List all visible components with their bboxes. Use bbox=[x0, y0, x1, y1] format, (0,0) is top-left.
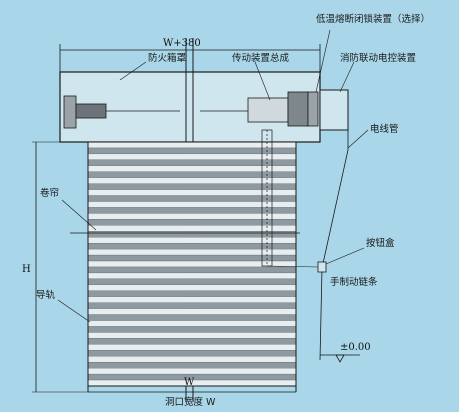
height-label: H bbox=[22, 264, 31, 275]
curtain-slat bbox=[87, 332, 297, 339]
curtain-slat bbox=[87, 201, 297, 208]
curtain-slat bbox=[87, 147, 297, 155]
curtain-slat bbox=[87, 290, 297, 297]
leader-curtain bbox=[61, 199, 97, 231]
label-guide-rail: 导轨 bbox=[36, 289, 56, 301]
curtain-slat bbox=[87, 284, 297, 291]
curtain-slat bbox=[87, 338, 297, 345]
left-end-plate bbox=[63, 95, 77, 129]
chain-to-box-line bbox=[266, 265, 319, 268]
curtain-slat bbox=[87, 326, 297, 333]
curtain-slat bbox=[87, 278, 297, 285]
drive-motor bbox=[247, 97, 289, 123]
curtain-slat bbox=[87, 171, 297, 178]
left-drum-motor bbox=[75, 103, 107, 119]
curtain-slat bbox=[87, 243, 297, 250]
curtain-slat bbox=[87, 141, 297, 149]
curtain-slat bbox=[87, 225, 297, 232]
curtain-slat bbox=[87, 302, 297, 309]
curtain-slat bbox=[87, 272, 297, 280]
curtain-slat bbox=[87, 219, 297, 226]
curtain-slat bbox=[87, 350, 297, 357]
curtain-slat bbox=[87, 189, 297, 196]
curtain-slat bbox=[87, 296, 297, 303]
ground-level-label: ±0.00 bbox=[340, 342, 371, 353]
label-manual-chain: 手制动链条 bbox=[330, 276, 378, 288]
drive-gearbox bbox=[287, 91, 309, 127]
top-width-label: W+380 bbox=[163, 38, 201, 49]
curtain-slats bbox=[87, 141, 297, 387]
label-button-box: 按钮盒 bbox=[366, 237, 395, 249]
curtain-slat bbox=[87, 183, 297, 190]
wire-to-ground bbox=[319, 267, 323, 361]
button-box bbox=[317, 261, 327, 273]
curtain-slat bbox=[87, 159, 297, 166]
label-drive: 传动装置总成 bbox=[232, 52, 290, 64]
curtain-slat bbox=[87, 165, 297, 172]
curtain-slat bbox=[87, 266, 297, 274]
curtain-slat bbox=[87, 344, 297, 351]
leader-guide-rail bbox=[57, 299, 91, 323]
curtain-slat bbox=[87, 308, 297, 315]
curtain-slat bbox=[87, 207, 297, 214]
opening-width-label: 洞口宽度 W bbox=[165, 396, 216, 408]
curtain-slat bbox=[87, 213, 297, 220]
bottom-width-label: W bbox=[184, 377, 195, 388]
curtain-slat bbox=[87, 367, 297, 375]
right-end-plate bbox=[307, 91, 319, 127]
curtain-slat bbox=[87, 362, 297, 369]
curtain-slat bbox=[87, 320, 297, 327]
label-conduit: 电线管 bbox=[370, 123, 399, 135]
leader-fire-control bbox=[339, 61, 355, 93]
leader-button-box bbox=[325, 247, 365, 265]
leader-low-temp bbox=[315, 29, 331, 93]
ground-marker bbox=[335, 354, 345, 363]
curtain-slat bbox=[87, 248, 297, 256]
curtain-slat bbox=[87, 356, 297, 363]
curtain-slat bbox=[87, 195, 297, 202]
label-fire-control: 消防联动电控装置 bbox=[340, 52, 416, 64]
label-low-temp-release: 低温熔断闭锁装置（选择） bbox=[316, 13, 430, 25]
curtain-slat bbox=[87, 314, 297, 321]
leader-conduit bbox=[347, 129, 369, 149]
conduit-path bbox=[321, 130, 349, 269]
leader-fire-box bbox=[119, 61, 147, 81]
curtain-slat bbox=[87, 153, 297, 161]
label-curtain: 卷帘 bbox=[40, 187, 59, 199]
curtain-slat bbox=[87, 231, 297, 238]
curtain-slat bbox=[87, 237, 297, 244]
label-fire-box: 防火箱罩 bbox=[148, 52, 186, 64]
curtain-slat bbox=[87, 177, 297, 184]
curtain-slat bbox=[87, 254, 297, 262]
fire-control-box bbox=[319, 89, 349, 131]
leader-drive bbox=[254, 61, 271, 101]
